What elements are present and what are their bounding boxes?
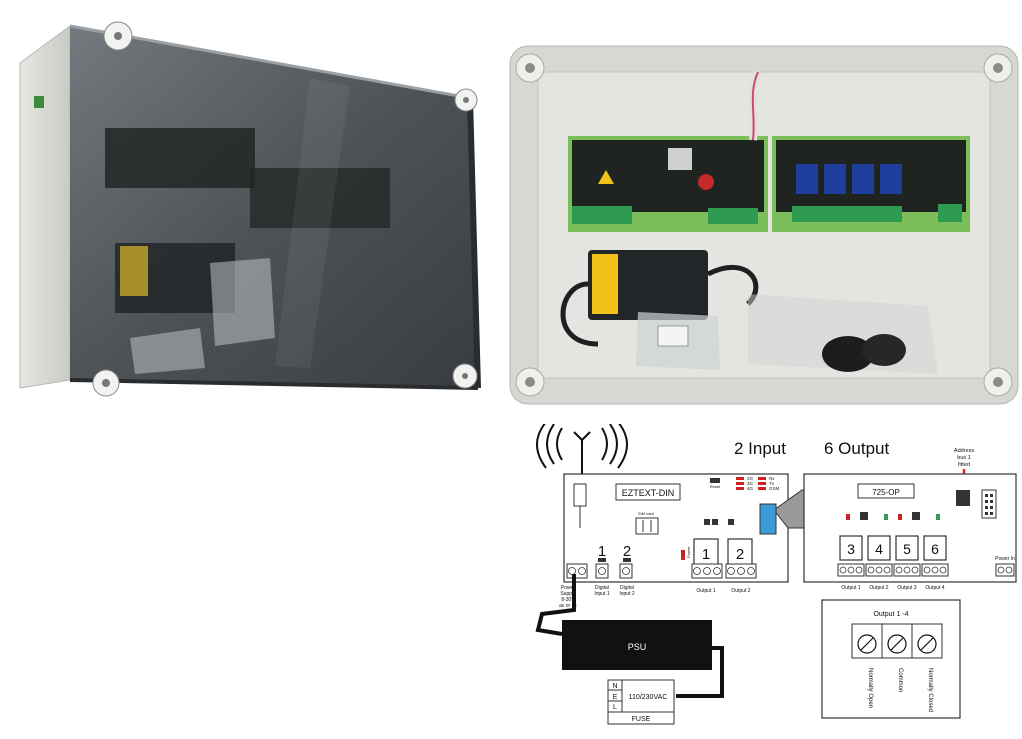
svg-text:4: 4 <box>875 541 883 557</box>
sim-slot <box>635 517 659 535</box>
digital-input-1-number: 1 <box>598 543 606 560</box>
svg-text:8-30V: 8-30V <box>561 597 575 603</box>
svg-text:2: 2 <box>736 546 744 563</box>
svg-text:Output 2: Output 2 <box>869 585 888 591</box>
svg-text:FUSE: FUSE <box>632 716 651 723</box>
svg-text:ac or dc: ac or dc <box>559 603 577 609</box>
svg-text:Power: Power <box>686 546 691 558</box>
relay-output-1 <box>693 538 719 566</box>
psu-label: PSU <box>628 642 647 652</box>
network-led-legend: 2G 3G 4G Rx Tx GSM <box>736 476 780 491</box>
svg-text:Power In: Power In <box>995 556 1015 562</box>
fuse-box <box>607 711 675 725</box>
relay-output-6 <box>923 535 947 561</box>
svg-text:Output 1: Output 1 <box>841 585 860 591</box>
svg-text:4G: 4G <box>747 486 754 491</box>
closed-enclosure-photo <box>19 21 481 397</box>
svg-text:Common: Common <box>897 668 903 692</box>
psu-mains-cable <box>676 646 724 698</box>
heading-output: 6 Output <box>824 439 889 458</box>
svg-text:SIM card: SIM card <box>638 511 654 516</box>
heading-input: 2 Input <box>734 439 786 458</box>
svg-text:L: L <box>613 704 617 711</box>
relay-output-3 <box>839 535 863 561</box>
svg-text:Output 4: Output 4 <box>925 585 944 591</box>
svg-text:Rx: Rx <box>769 476 775 481</box>
relay-output-5 <box>895 535 919 561</box>
svg-text:2G: 2G <box>747 476 754 481</box>
relay-detail-title: Output 1 -4 <box>873 611 908 618</box>
svg-text:Input 1: Input 1 <box>594 591 610 597</box>
svg-text:Normally Open: Normally Open <box>867 668 873 708</box>
svg-text:Output 3: Output 3 <box>897 585 916 591</box>
relay-output-4 <box>867 535 891 561</box>
main-terminal-blocks <box>566 563 757 579</box>
svg-text:E: E <box>613 694 618 701</box>
psu-output-cable <box>535 574 576 636</box>
svg-text:Normally Closed: Normally Closed <box>927 668 933 712</box>
svg-text:Reset: Reset <box>710 484 721 489</box>
svg-text:GSM: GSM <box>769 486 780 491</box>
address-note: Address bus 1 fitted <box>954 448 974 468</box>
svg-text:Output 2: Output 2 <box>731 588 750 594</box>
svg-text:Output 1: Output 1 <box>696 588 715 594</box>
svg-text:Tx: Tx <box>769 481 775 486</box>
open-enclosure-photo <box>509 45 1019 405</box>
expansion-board-name: 725-OP <box>872 488 900 497</box>
svg-text:Input 2: Input 2 <box>619 591 635 597</box>
main-board-name: EZTEXT-DIN <box>622 488 675 498</box>
svg-text:fitted: fitted <box>958 462 970 468</box>
relay-terminal-detail <box>821 599 961 719</box>
digital-input-2-number: 2 <box>623 543 631 560</box>
wiring-diagram: 2 Input 6 Output Address bus 1 fitted EZ… <box>535 424 1017 725</box>
svg-text:6: 6 <box>931 541 939 557</box>
svg-text:3: 3 <box>847 541 855 557</box>
antenna-signal-icon <box>536 424 628 479</box>
svg-text:N: N <box>612 683 617 690</box>
svg-text:Power: Power <box>561 585 576 591</box>
svg-text:Address: Address <box>954 448 974 454</box>
relay-status-leds <box>846 512 940 520</box>
svg-text:1: 1 <box>702 546 710 563</box>
svg-text:bus 1: bus 1 <box>957 455 970 461</box>
psu-block <box>562 620 712 670</box>
svg-text:Digital: Digital <box>620 585 634 591</box>
svg-text:3G: 3G <box>747 481 754 486</box>
mains-voltage-label: 110/230VAC <box>629 694 668 701</box>
svg-text:Digital: Digital <box>595 585 609 591</box>
svg-text:5: 5 <box>903 541 911 557</box>
svg-text:Supply: Supply <box>560 591 576 597</box>
